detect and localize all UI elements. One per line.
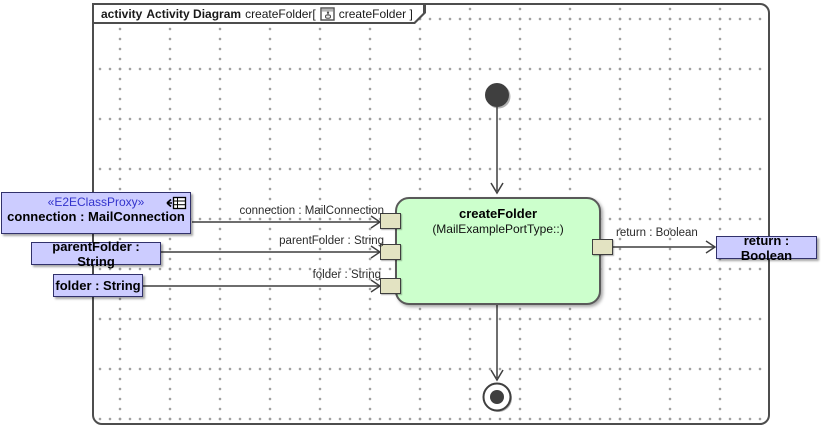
frame-diagram-ref-name: createFolder ] (338, 6, 413, 21)
object-node-folder[interactable]: folder : String (53, 274, 143, 297)
action-node-createFolder[interactable]: createFolder (MailExamplePortType::) (395, 197, 601, 305)
output-pin-return[interactable] (592, 239, 613, 255)
edge-label-return: return : Boolean (616, 227, 698, 239)
input-pin-parent-folder[interactable] (380, 244, 401, 260)
edge-label-parent-folder: parentFolder : String (279, 235, 384, 247)
class-proxy-name: connection : MailConnection (7, 209, 185, 224)
frame-diagram-name: createFolder[ (245, 6, 316, 21)
activity-diagram-ref-icon (320, 7, 335, 21)
object-node-return[interactable]: return : Boolean (716, 233, 817, 263)
parent-folder-name: parentFolder : String (52, 238, 140, 269)
input-pin-folder[interactable] (380, 278, 401, 294)
folder-name: folder : String (55, 278, 141, 293)
frame-diagram-type: Activity Diagram (146, 6, 242, 21)
frame-title-tab[interactable]: activity Activity Diagram createFolder[ … (92, 3, 426, 24)
action-port-type: (MailExamplePortType::) (432, 222, 564, 236)
object-node-parent-folder[interactable]: parentFolder : String (31, 239, 161, 269)
edge-label-connection: connection : MailConnection (239, 205, 384, 217)
action-name: createFolder (458, 206, 538, 221)
object-node-class-proxy[interactable]: «E2EClassProxy» connection : MailConnect… (1, 192, 191, 234)
input-pin-connection[interactable] (380, 213, 401, 229)
proxy-link-icon (165, 196, 187, 210)
return-name: return : Boolean (740, 232, 793, 263)
frame-keyword: activity (101, 6, 143, 21)
edge-label-folder: folder : String (312, 269, 381, 281)
class-proxy-stereotype: «E2EClassProxy» (47, 195, 145, 209)
frame-title-content: activity Activity Diagram createFolder[ … (94, 5, 423, 22)
